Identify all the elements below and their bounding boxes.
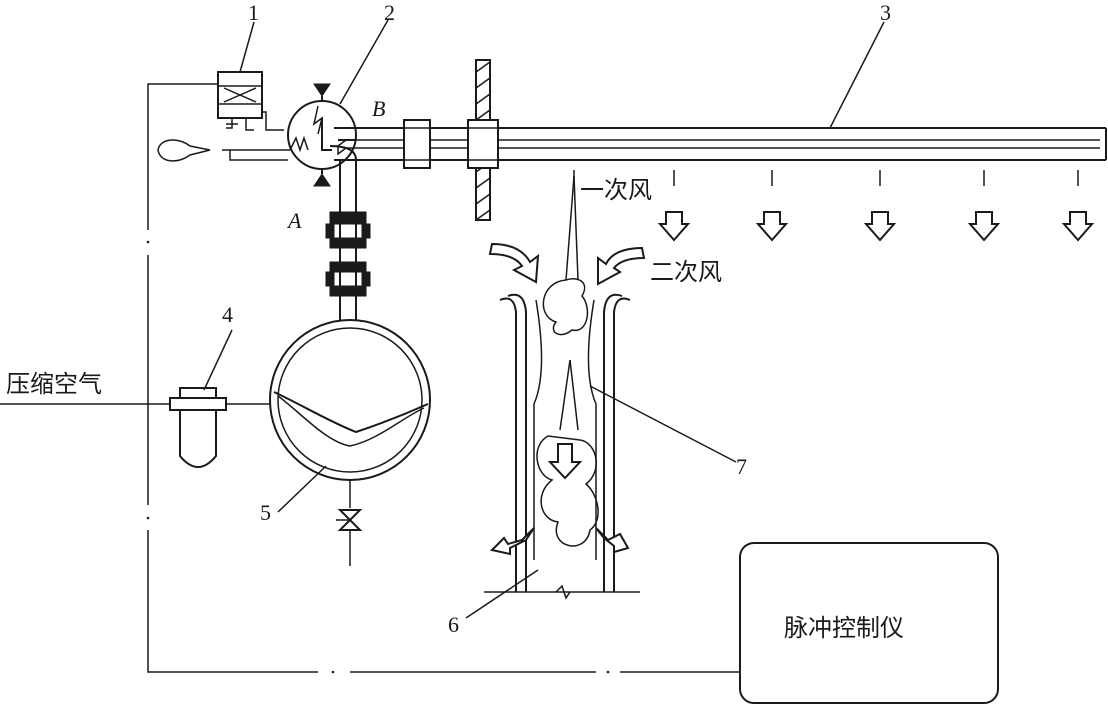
label-1: 1 xyxy=(248,0,259,25)
supply-pipe xyxy=(325,145,371,320)
arrow-down-icon xyxy=(657,211,691,242)
arrow-out-icon xyxy=(490,527,535,556)
leader-lines xyxy=(203,19,885,619)
air-tank xyxy=(269,319,431,566)
label-compressed-air: 压缩空气 xyxy=(6,370,102,398)
arrow-down-icon xyxy=(863,211,897,242)
jet-flame-shape xyxy=(157,139,290,162)
curved-arrow-icon xyxy=(597,246,646,286)
nozzle-jets xyxy=(573,170,1095,242)
air-filter xyxy=(0,387,270,468)
label-primary-air: 一次风 xyxy=(580,176,652,204)
curved-arrow-icon xyxy=(488,242,540,284)
label-point-b: B xyxy=(372,96,385,121)
secondary-air-arrows xyxy=(488,242,646,286)
pulse-valve xyxy=(287,83,357,187)
label-3: 3 xyxy=(880,0,891,25)
label-6: 6 xyxy=(448,612,459,637)
arrow-down-icon xyxy=(967,211,1001,242)
arrow-down-icon xyxy=(1061,211,1095,242)
label-secondary-air: 二次风 xyxy=(650,258,722,286)
arrow-down-icon xyxy=(755,211,789,242)
arrow-out-icon xyxy=(595,527,630,554)
label-controller: 脉冲控制仪 xyxy=(784,614,904,642)
blowpipe xyxy=(334,127,1107,161)
pilot-tube xyxy=(262,111,284,131)
label-2: 2 xyxy=(384,0,395,25)
control-wire xyxy=(146,83,740,674)
label-7: 7 xyxy=(736,454,747,479)
tube-sheet xyxy=(403,59,499,221)
pulse-controller-box xyxy=(739,542,999,704)
label-point-a: A xyxy=(286,208,302,233)
arrow-down-icon xyxy=(547,443,583,480)
jet-plume xyxy=(490,175,630,556)
filter-bag xyxy=(484,293,640,600)
label-5: 5 xyxy=(260,500,271,525)
label-4: 4 xyxy=(222,302,233,327)
solenoid-valve xyxy=(217,71,263,131)
